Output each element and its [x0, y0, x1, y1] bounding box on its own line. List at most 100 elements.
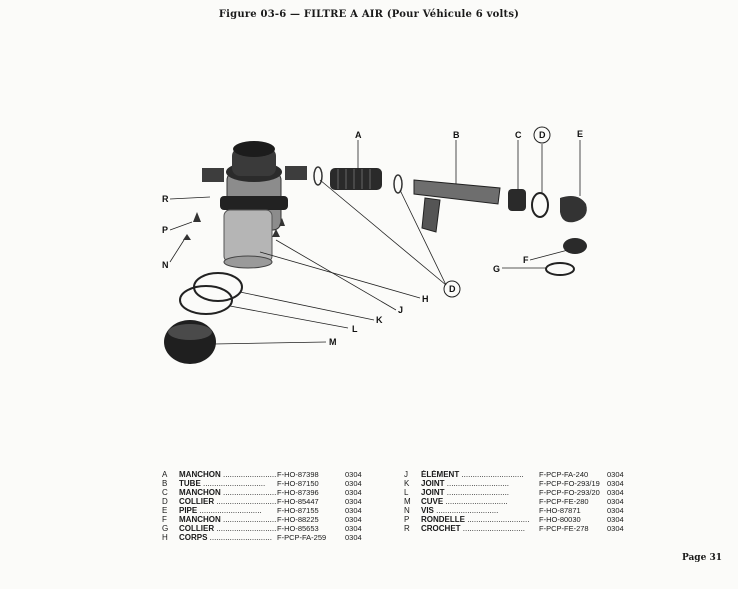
- part-letter: D: [162, 497, 168, 506]
- callout-e: E: [577, 129, 583, 139]
- parts-list-left: A MANCHON F-HO-87398 0304 B TUBE F-HO-87…: [162, 470, 375, 542]
- part-row: H CORPS F-PCP-FA-259 0304: [162, 533, 375, 542]
- part-name: MANCHON: [179, 488, 277, 497]
- part-row: P RONDELLE F-HO-80030 0304: [404, 515, 637, 524]
- part-name: MANCHON: [179, 515, 277, 524]
- part-name: PIPE: [179, 506, 277, 515]
- part-code: 0304: [607, 497, 624, 506]
- figure-title: Figure 03-6 — FILTRE A AIR (Pour Véhicul…: [218, 9, 520, 20]
- part-code: 0304: [345, 506, 362, 515]
- part-code: 0304: [607, 470, 624, 479]
- part-ref: F-HO-87396: [277, 488, 319, 497]
- part-ref: F-HO-88225: [277, 515, 319, 524]
- part-code: 0304: [607, 515, 624, 524]
- part-ref: F-HO-85653: [277, 524, 319, 533]
- part-row: C MANCHON F-HO-87396 0304: [162, 488, 375, 497]
- part-ref: F-PCP-FA-240: [539, 470, 589, 479]
- part-name: CORPS: [179, 533, 277, 542]
- part-code: 0304: [345, 515, 362, 524]
- part-name: VIS: [421, 506, 539, 515]
- part-ref: F-HO-87871: [539, 506, 581, 515]
- part-code: 0304: [345, 497, 362, 506]
- part-row: A MANCHON F-HO-87398 0304: [162, 470, 375, 479]
- part-letter: H: [162, 533, 168, 542]
- part-ref: F-HO-87398: [277, 470, 319, 479]
- part-code: 0304: [607, 524, 624, 533]
- part-name: MANCHON: [179, 470, 277, 479]
- callout-p: P: [162, 225, 168, 235]
- part-letter: L: [404, 488, 409, 497]
- callout-a: A: [355, 130, 362, 140]
- part-ref: F-HO-80030: [539, 515, 581, 524]
- part-letter: C: [162, 488, 168, 497]
- part-ref: F-HO-85447: [277, 497, 319, 506]
- callout-f: F: [523, 255, 529, 265]
- part-name: RONDELLE: [421, 515, 539, 524]
- callout-l: L: [352, 324, 358, 334]
- part-row: D COLLIER F-HO-85447 0304: [162, 497, 375, 506]
- part-code: 0304: [345, 470, 362, 479]
- part-name: COLLIER: [179, 497, 277, 506]
- page-number: Page 31: [681, 553, 722, 563]
- part-ref: F-HO-87150: [277, 479, 319, 488]
- part-code: 0304: [345, 479, 362, 488]
- part-letter: M: [404, 497, 411, 506]
- part-row: G COLLIER F-HO-85653 0304: [162, 524, 375, 533]
- part-letter: K: [404, 479, 410, 488]
- callout-r: R: [162, 194, 169, 204]
- part-row: M CUVE F-PCP-FE-280 0304: [404, 497, 637, 506]
- part-row: L JOINT F-PCP-FO-293/20 0304: [404, 488, 637, 497]
- callout-k: K: [376, 315, 383, 325]
- part-code: 0304: [345, 533, 362, 542]
- part-name: JOINT: [421, 488, 539, 497]
- part-code: 0304: [607, 479, 624, 488]
- part-name: CROCHET: [421, 524, 539, 533]
- part-code: 0304: [607, 506, 624, 515]
- part-letter: J: [404, 470, 408, 479]
- part-row: R CROCHET F-PCP-FE-278 0304: [404, 524, 637, 533]
- part-row: E PIPE F-HO-87155 0304: [162, 506, 375, 515]
- part-name: CUVE: [421, 497, 539, 506]
- tube-b-part: [413, 179, 501, 233]
- leader-lines: [169, 140, 581, 345]
- part-letter: F: [162, 515, 167, 524]
- part-ref: F-PCP-FE-280: [539, 497, 589, 506]
- sleeve-a-part: [330, 168, 382, 190]
- part-letter: E: [162, 506, 168, 515]
- callout-m: M: [329, 337, 337, 347]
- part-letter: A: [162, 470, 168, 479]
- part-letter: R: [404, 524, 410, 533]
- callout-d-top: D: [539, 130, 546, 140]
- part-ref: F-HO-87155: [277, 506, 319, 515]
- part-row: J ÉLÉMENT F-PCP-FA-240 0304: [404, 470, 637, 479]
- part-ref: F-PCP-FO-293/19: [539, 479, 600, 488]
- part-letter: G: [162, 524, 169, 533]
- part-name: TUBE: [179, 479, 277, 488]
- part-ref: F-PCP-FA-259: [277, 533, 327, 542]
- part-name: ÉLÉMENT: [421, 470, 539, 479]
- callout-j: J: [398, 305, 403, 315]
- callout-d-bottom: D: [449, 284, 456, 294]
- part-name: COLLIER: [179, 524, 277, 533]
- part-code: 0304: [345, 488, 362, 497]
- part-row: K JOINT F-PCP-FO-293/19 0304: [404, 479, 637, 488]
- callout-g: G: [493, 264, 500, 274]
- part-row: B TUBE F-HO-87150 0304: [162, 479, 375, 488]
- filter-body-part: [202, 141, 307, 269]
- part-name: JOINT: [421, 479, 539, 488]
- part-letter: B: [162, 479, 168, 488]
- part-code: 0304: [345, 524, 362, 533]
- part-row: N VIS F-HO-87871 0304: [404, 506, 637, 515]
- part-letter: N: [404, 506, 410, 515]
- callout-h: H: [422, 294, 429, 304]
- callout-c: C: [515, 130, 522, 140]
- part-code: 0304: [607, 488, 624, 497]
- part-row: F MANCHON F-HO-88225 0304: [162, 515, 375, 524]
- parts-list-right: J ÉLÉMENT F-PCP-FA-240 0304 K JOINT F-PC…: [404, 470, 637, 533]
- part-ref: F-PCP-FE-278: [539, 524, 589, 533]
- part-letter: P: [404, 515, 410, 524]
- callout-b: B: [453, 130, 460, 140]
- part-ref: F-PCP-FO-293/20: [539, 488, 600, 497]
